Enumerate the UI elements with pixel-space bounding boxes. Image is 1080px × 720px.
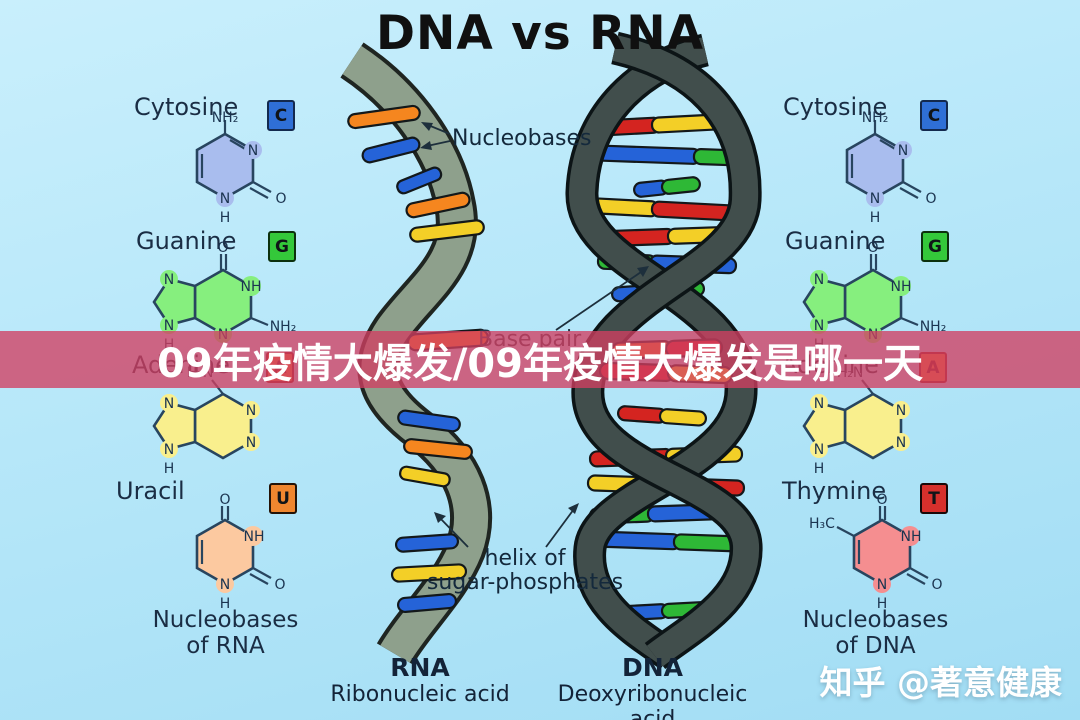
cytosine-badge-right: C — [920, 100, 948, 131]
svg-text:H: H — [220, 210, 231, 226]
svg-text:H: H — [814, 461, 825, 477]
svg-text:O: O — [925, 191, 936, 207]
svg-text:N: N — [877, 577, 887, 593]
dna-caption: DNA Deoxyribonucleic acid — [557, 653, 748, 720]
watermark: 知乎 @著意健康 — [819, 663, 1063, 702]
svg-text:NH: NH — [241, 279, 262, 295]
guanine-badge-right: G — [921, 231, 949, 262]
guanine-label-left: Guanine — [136, 227, 237, 255]
svg-text:N: N — [870, 191, 880, 207]
svg-text:NH₂: NH₂ — [862, 110, 889, 126]
guanine-badge-left: G — [268, 231, 296, 262]
uracil-badge: U — [269, 483, 297, 514]
svg-text:N: N — [164, 396, 174, 412]
svg-text:N: N — [896, 435, 906, 451]
svg-text:N: N — [246, 435, 256, 451]
svg-text:N: N — [164, 442, 174, 458]
nucleobases-annotation: Nucleobases — [452, 126, 592, 151]
svg-text:N: N — [220, 577, 230, 593]
cytosine-label-left: Cytosine — [134, 93, 239, 121]
svg-text:O: O — [931, 577, 942, 593]
cytosine-badge-left: C — [267, 100, 295, 131]
svg-text:O: O — [867, 240, 878, 256]
svg-text:N: N — [248, 143, 258, 159]
svg-text:NH: NH — [891, 279, 912, 295]
overlay-banner: 09年疫情大爆发/09年疫情大爆发是哪一天 — [0, 331, 1080, 388]
svg-text:O: O — [219, 492, 230, 508]
svg-text:H₃C: H₃C — [809, 516, 835, 532]
svg-text:N: N — [164, 272, 174, 288]
svg-text:N: N — [814, 396, 824, 412]
uracil-structure: O NH O N H — [195, 492, 286, 612]
svg-text:N: N — [164, 318, 174, 334]
svg-text:O: O — [876, 492, 887, 508]
cytosine-structure-left: NH₂ N O N H — [195, 110, 287, 226]
cytosine-structure-right: NH₂ N O N H — [845, 110, 937, 226]
svg-text:N: N — [814, 272, 824, 288]
adenine-structure-left: H₂N N N N N H — [152, 365, 260, 477]
svg-text:N: N — [896, 403, 906, 419]
svg-text:O: O — [217, 240, 228, 256]
svg-text:N: N — [220, 191, 230, 207]
banner-text: 09年疫情大爆发/09年疫情大爆发是哪一天 — [157, 340, 923, 387]
svg-text:H: H — [870, 210, 881, 226]
rna-caption: RNA Ribonucleic acid — [330, 653, 510, 707]
uracil-label: Uracil — [116, 477, 185, 505]
svg-text:NH₂: NH₂ — [212, 110, 239, 126]
svg-text:H: H — [164, 461, 175, 477]
svg-text:N: N — [898, 143, 908, 159]
cytosine-label-right: Cytosine — [783, 93, 888, 121]
svg-text:N: N — [814, 318, 824, 334]
svg-text:O: O — [274, 577, 285, 593]
guanine-label-right: Guanine — [785, 227, 886, 255]
svg-text:O: O — [275, 191, 286, 207]
annotation-arrows — [420, 122, 649, 548]
page-title: DNA vs RNA — [376, 6, 704, 61]
svg-text:H: H — [220, 596, 231, 612]
svg-text:NH: NH — [901, 529, 922, 545]
thymine-structure: H₃C O NH O N H — [809, 492, 942, 612]
thymine-badge: T — [920, 483, 948, 514]
svg-text:NH: NH — [244, 529, 265, 545]
svg-text:N: N — [246, 403, 256, 419]
svg-text:H: H — [877, 596, 888, 612]
thymine-label: Thymine — [782, 477, 887, 505]
guanine-structure-right: O NH NH₂ N N N H — [802, 240, 946, 353]
svg-text:N: N — [814, 442, 824, 458]
